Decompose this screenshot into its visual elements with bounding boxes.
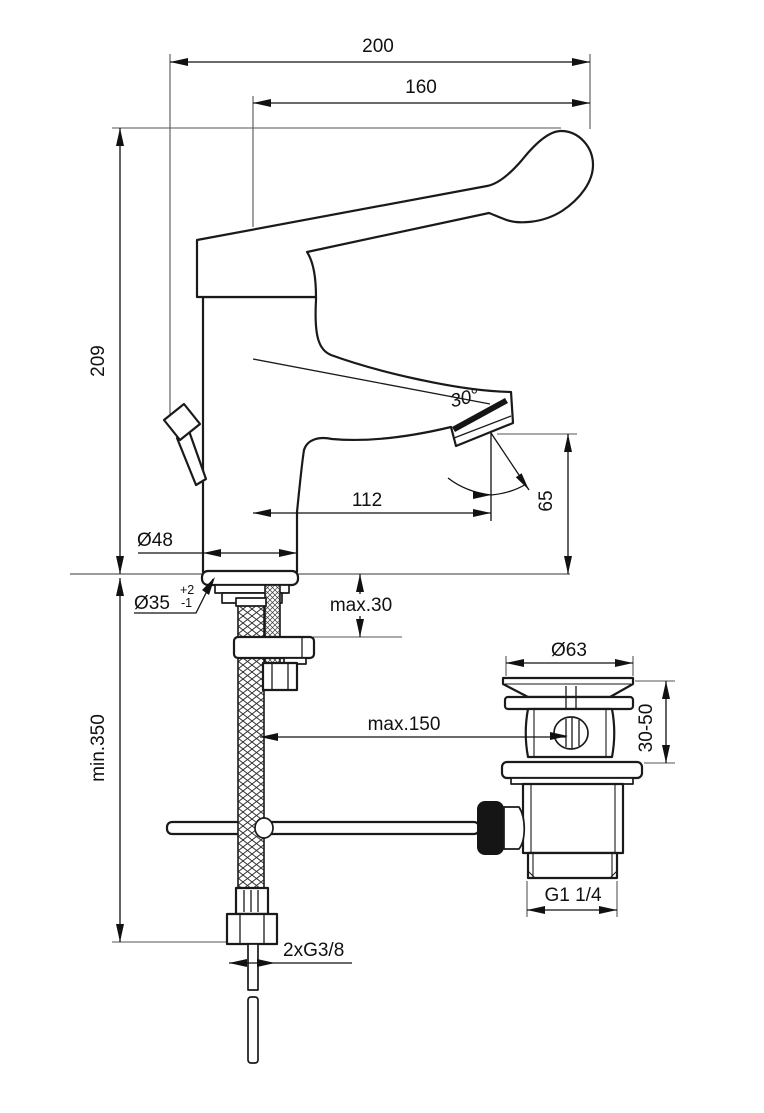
hose-tail-upper bbox=[247, 943, 259, 991]
body-spout-outline bbox=[201, 295, 515, 574]
dim-spout-height: 65 bbox=[536, 434, 572, 574]
mounting-washer bbox=[232, 635, 316, 665]
dim-height: 209 bbox=[88, 128, 124, 574]
dim-hole-tol-minus: -1 bbox=[181, 596, 192, 610]
waste-lower-body bbox=[521, 782, 625, 855]
dim-supply-connection: 2xG3/8 bbox=[229, 940, 352, 967]
mounting-nut bbox=[261, 661, 299, 692]
spout-ridge-line bbox=[252, 358, 491, 405]
hose-crimp bbox=[234, 886, 270, 916]
dim-spout-height-label: 65 bbox=[536, 490, 557, 511]
dim-deck-thickness-label: max.30 bbox=[330, 595, 392, 616]
hose-tail-lower bbox=[247, 996, 259, 1064]
faucet-body bbox=[201, 295, 515, 574]
mounting-parts bbox=[200, 569, 316, 1064]
hose-top-collar bbox=[235, 597, 267, 607]
dim-height-label: 209 bbox=[88, 345, 109, 377]
dim-hose-max-offset-label: max.150 bbox=[368, 714, 441, 735]
waste-lower-flange bbox=[500, 760, 644, 780]
dim-waste-depth-range: 30-50 bbox=[636, 681, 670, 763]
faucet-lever bbox=[195, 129, 595, 299]
dim-waste-outlet-thread-label: G1 1/4 bbox=[544, 885, 601, 906]
dim-hose-min-length-label: min.350 bbox=[88, 714, 109, 782]
dim-hose-min-length: min.350 bbox=[88, 578, 124, 942]
side-lever bbox=[162, 402, 208, 487]
waste-window bbox=[553, 716, 589, 750]
extension-lines bbox=[112, 54, 675, 943]
pop-up-rod bbox=[165, 820, 481, 836]
dim-overall-depth-label: 200 bbox=[362, 36, 394, 57]
dim-waste-flange-diameter: Ø63 bbox=[506, 640, 633, 667]
aerator-slot bbox=[452, 398, 508, 432]
dim-lever-reach-label: 160 bbox=[405, 77, 437, 98]
dim-waste-flange-diameter-label: Ø63 bbox=[551, 640, 587, 661]
dim-waste-depth-range-label: 30-50 bbox=[636, 704, 657, 753]
dim-hose-max-offset: max.150 bbox=[260, 714, 568, 741]
dim-hole-diameter: Ø35 +2 -1 bbox=[134, 577, 215, 614]
dim-lever-reach: 160 bbox=[253, 77, 590, 107]
dim-hole-tol-plus: +2 bbox=[180, 583, 194, 597]
rod-joint bbox=[254, 817, 274, 839]
rod-connector bbox=[477, 801, 504, 855]
drain-assembly bbox=[477, 676, 644, 880]
rod-connector-cap bbox=[503, 806, 526, 850]
dim-waste-outlet-thread: G1 1/4 bbox=[527, 885, 617, 914]
dim-spout-angle: 30° bbox=[447, 385, 530, 521]
base-plate bbox=[200, 569, 300, 587]
aerator-edge-line bbox=[453, 415, 512, 439]
dim-spout-reach: 112 bbox=[253, 490, 491, 517]
supply-nut bbox=[225, 912, 279, 946]
side-lever-knob bbox=[162, 402, 202, 442]
dim-supply-connection-label: 2xG3/8 bbox=[283, 940, 344, 961]
dim-spout-reach-label: 112 bbox=[352, 490, 382, 511]
dim-hole-diameter-label: Ø35 bbox=[134, 593, 170, 614]
dim-base-diameter-label: Ø48 bbox=[137, 530, 173, 551]
dim-deck-thickness: max.30 bbox=[330, 574, 392, 637]
waste-upper-ring bbox=[503, 695, 635, 711]
waste-outlet bbox=[526, 851, 619, 880]
dim-overall-depth: 200 bbox=[170, 36, 590, 66]
waste-flange bbox=[501, 676, 635, 699]
dim-base-diameter: Ø48 bbox=[137, 530, 297, 557]
